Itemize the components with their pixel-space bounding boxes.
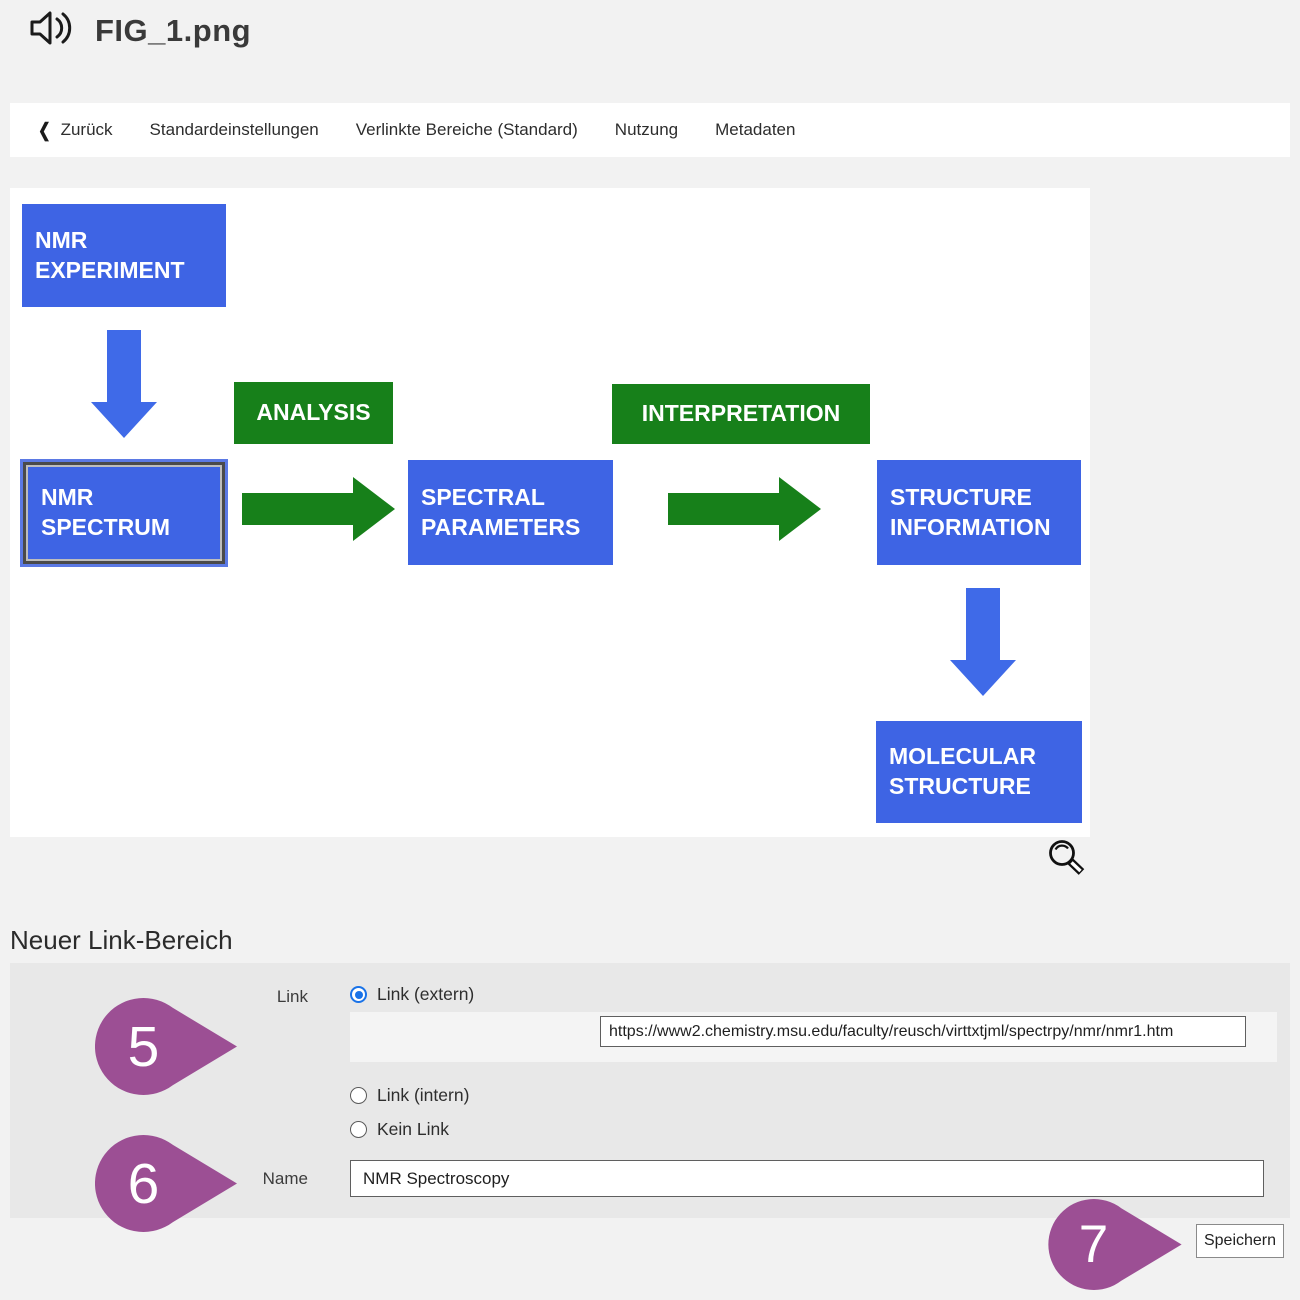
right-arrow-icon bbox=[668, 477, 821, 541]
toolbar: ❮ Zurück Standardeinstellungen Verlinkte… bbox=[10, 103, 1290, 157]
selected-region-nmr-spectrum[interactable]: NMR SPECTRUM bbox=[23, 462, 225, 564]
nav-item-verlinkte-bereiche[interactable]: Verlinkte Bereiche (Standard) bbox=[355, 120, 578, 139]
radio-link-intern[interactable]: Link (intern) bbox=[350, 1085, 469, 1106]
link-label: Link bbox=[276, 987, 308, 1006]
back-label: Zurück bbox=[60, 120, 113, 139]
nav-item-nutzung[interactable]: Nutzung bbox=[614, 120, 679, 139]
radio-kein-link[interactable]: Kein Link bbox=[350, 1119, 449, 1140]
diagram-box-molecular-structure: MOLECULAR STRUCTURE bbox=[876, 721, 1082, 823]
down-arrow-icon bbox=[91, 330, 157, 438]
header: FIG_1.png bbox=[28, 8, 251, 53]
diagram-box-analysis: ANALYSIS bbox=[234, 382, 393, 444]
back-button[interactable]: ❮ Zurück bbox=[38, 120, 113, 142]
diagram-box-spectral-parameters: SPECTRAL PARAMETERS bbox=[408, 460, 613, 565]
diagram-box-nmr-experiment: NMR EXPERIMENT bbox=[22, 204, 226, 307]
right-arrow-icon bbox=[242, 477, 395, 541]
radio-unselected-icon[interactable] bbox=[350, 1121, 367, 1138]
radio-kein-link-label: Kein Link bbox=[377, 1119, 449, 1139]
nav-item-metadaten[interactable]: Metadaten bbox=[715, 120, 796, 139]
diagram-box-interpretation: INTERPRETATION bbox=[612, 384, 870, 444]
section-title: Neuer Link-Bereich bbox=[10, 925, 233, 955]
url-input[interactable] bbox=[600, 1016, 1246, 1047]
speaker-icon[interactable] bbox=[28, 8, 75, 53]
name-label: Name bbox=[262, 1169, 308, 1188]
down-arrow-icon bbox=[950, 588, 1016, 696]
radio-unselected-icon[interactable] bbox=[350, 1087, 367, 1104]
diagram-box-structure-information: STRUCTURE INFORMATION bbox=[877, 460, 1081, 565]
nav-item-standardeinstellungen[interactable]: Standardeinstellungen bbox=[149, 120, 319, 139]
save-button[interactable]: Speichern bbox=[1196, 1224, 1284, 1258]
magnifier-icon[interactable] bbox=[1046, 838, 1088, 878]
radio-link-extern-label: Link (extern) bbox=[377, 984, 475, 1004]
radio-link-extern[interactable]: Link (extern) bbox=[350, 984, 474, 1005]
name-input[interactable] bbox=[350, 1160, 1264, 1197]
page-title: FIG_1.png bbox=[95, 12, 252, 48]
radio-link-intern-label: Link (intern) bbox=[377, 1085, 470, 1105]
figure-preview[interactable]: NMR EXPERIMENT ANALYSIS NMR SPECTRUM SPE… bbox=[10, 188, 1090, 837]
link-form-panel: Link Link (extern) Link (intern) Kein Li… bbox=[10, 963, 1290, 1218]
radio-selected-icon[interactable] bbox=[350, 986, 367, 1003]
chevron-left-icon: ❮ bbox=[38, 120, 51, 142]
